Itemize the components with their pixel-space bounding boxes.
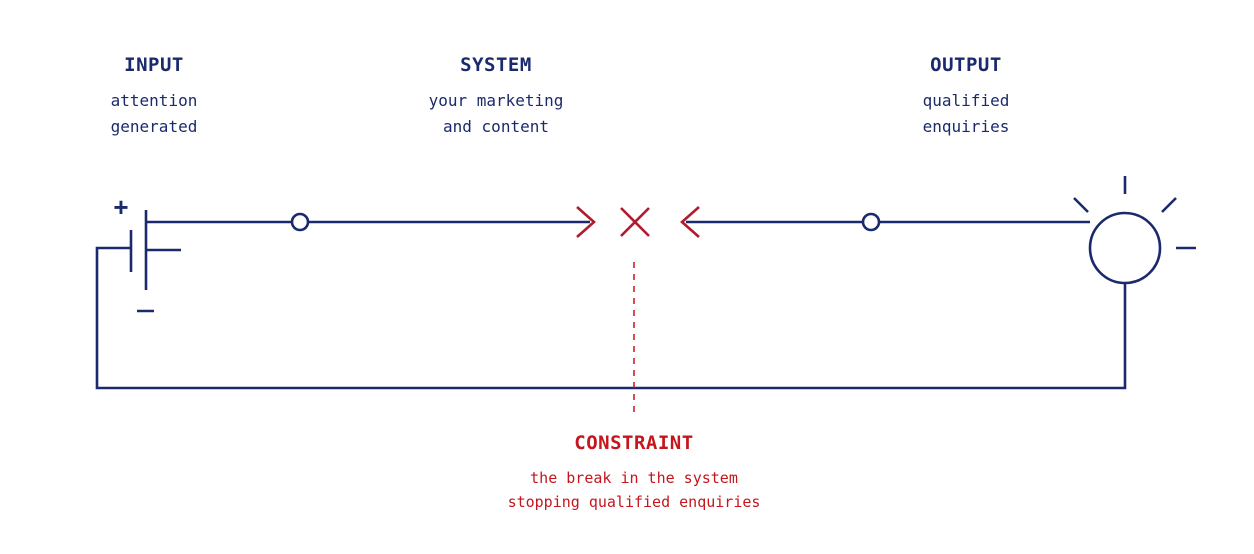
switch-node-right-icon [861,212,881,232]
output-desc-line2: enquiries [922,117,1010,136]
constraint-label-group: CONSTRAINT the break in the system stopp… [474,432,794,514]
battery-icon [129,210,181,290]
input-heading: INPUT [124,54,184,76]
break-x-icon [620,207,650,237]
break-chevron-left-icon [680,206,700,238]
input-label-group: INPUT attention generated [74,54,234,140]
input-desc-line2: generated [110,117,198,136]
return-wire [95,246,1127,390]
system-desc-line2: and content [443,117,549,136]
battery-plus-sign: + [113,192,128,222]
system-desc-line1: your marketing [428,91,564,110]
constraint-heading: CONSTRAINT [574,432,694,454]
break-chevron-right-icon [576,206,596,238]
bulb-icon [1073,176,1196,285]
output-label-group: OUTPUT qualified enquiries [886,54,1046,140]
system-label-group: SYSTEM your marketing and content [396,54,596,140]
system-heading: SYSTEM [460,54,532,76]
constraint-desc-line2: stopping qualified enquiries [507,493,761,511]
output-heading: OUTPUT [930,54,1002,76]
constraint-desc-line1: the break in the system [530,469,738,487]
switch-node-icon [290,212,310,232]
input-desc-line1: attention [110,91,198,110]
output-desc-line1: qualified [922,91,1010,110]
